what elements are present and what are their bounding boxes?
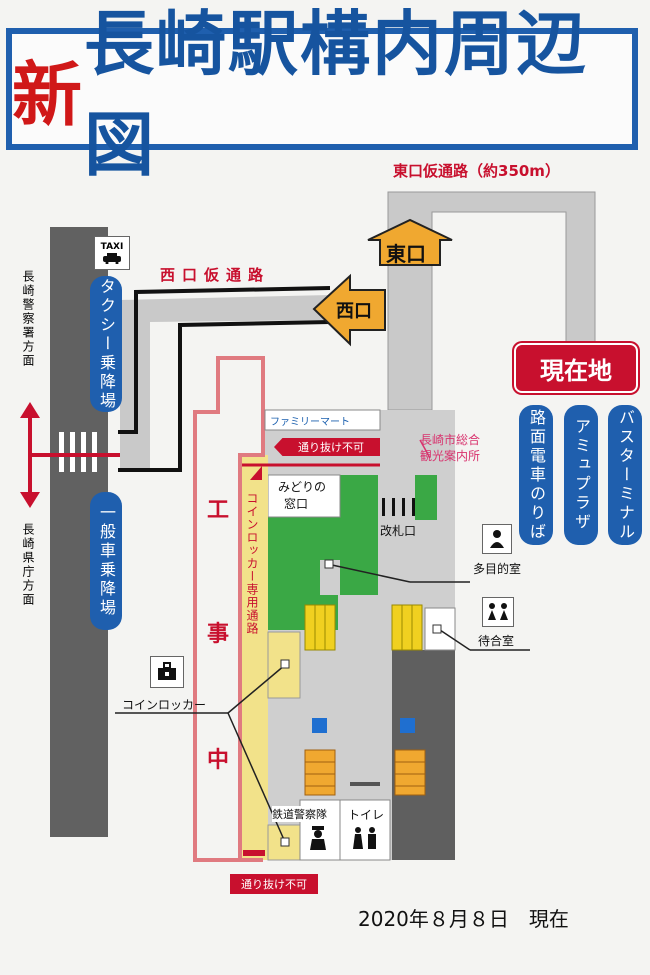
construction-char-1: 工 bbox=[207, 498, 230, 523]
gate-label: 改札口 bbox=[380, 524, 417, 538]
construction-outline bbox=[193, 356, 265, 862]
taxi-icon: TAXI bbox=[94, 236, 130, 270]
road-arrow-down bbox=[20, 492, 40, 508]
familymart-label: ファミリーマート bbox=[270, 417, 350, 428]
familymart-box bbox=[264, 409, 381, 431]
west-exit-arrow bbox=[312, 273, 386, 347]
general-area-pill: 一般車乗降場 bbox=[90, 492, 122, 630]
waiting-room-box bbox=[424, 607, 456, 651]
title-new: 新 bbox=[12, 53, 84, 136]
current-location-badge: 現在地 bbox=[514, 343, 638, 393]
tram-stop-pill: 路面電車のりば bbox=[519, 405, 553, 545]
locker-marker-1 bbox=[280, 659, 290, 669]
no-through-bottom: 通り抜け不可 bbox=[230, 874, 318, 894]
west-route-border-top bbox=[118, 286, 331, 434]
gate-bars bbox=[382, 498, 415, 516]
blue-square-left bbox=[312, 718, 327, 733]
construction-bottom-bar bbox=[243, 850, 265, 856]
midori-line1: みどりの bbox=[278, 480, 327, 494]
coin-locker-area-bottom bbox=[267, 824, 301, 861]
west-route-border-bottom bbox=[118, 320, 331, 472]
multi-marker bbox=[324, 559, 334, 569]
waiting-marker bbox=[432, 624, 442, 634]
baby-icon bbox=[482, 524, 512, 554]
title-inner: 新 長崎駅構内周辺図 bbox=[12, 3, 632, 186]
midori-line2: 窓口 bbox=[284, 497, 309, 511]
police-label: 鉄道警察隊 bbox=[272, 806, 327, 822]
no-through-bottom-text: 通り抜け不可 bbox=[241, 878, 307, 891]
east-exit-label: 東口 bbox=[386, 242, 426, 266]
bus-terminal-pill: バスターミナル bbox=[608, 405, 642, 545]
police-icon bbox=[306, 824, 330, 852]
midori-label-box bbox=[267, 474, 341, 518]
yellow-stairs-left bbox=[304, 604, 336, 651]
concourse-dark-top bbox=[392, 410, 410, 650]
locker-marker-2 bbox=[280, 837, 290, 847]
amu-plaza-pill: アミュプラザ bbox=[564, 405, 598, 545]
west-route-path bbox=[120, 295, 330, 470]
waiting-room-label: 待合室 bbox=[478, 634, 515, 648]
east-exit-arrow bbox=[367, 218, 453, 266]
tourist-info-label: 長崎市総合 観光案内所 bbox=[420, 432, 480, 464]
toilet-box bbox=[339, 799, 391, 861]
tourist-info-line1: 長崎市総合 bbox=[420, 433, 481, 447]
leader-waiting bbox=[439, 629, 471, 651]
taxi-area-pill: タクシー乗降場 bbox=[90, 276, 122, 412]
title-banner: 新 長崎駅構内周辺図 bbox=[6, 3, 638, 186]
title-main: 長崎駅構内周辺図 bbox=[84, 3, 588, 186]
leader-locker-2 bbox=[227, 664, 286, 714]
toilet-label: トイレ bbox=[348, 808, 385, 822]
orange-stairs-left bbox=[304, 749, 336, 796]
crosswalk bbox=[59, 432, 97, 472]
leader-tourist bbox=[419, 439, 431, 459]
no-through-top-text: 通り抜け不可 bbox=[298, 441, 364, 454]
coin-passage-arrow bbox=[250, 466, 262, 480]
orange-stairs-right bbox=[394, 749, 426, 796]
west-exit-label: 西口 bbox=[336, 301, 372, 322]
construction-char-3: 中 bbox=[207, 748, 230, 773]
multi-purpose-label: 多目的室 bbox=[473, 562, 522, 576]
coin-locker-label: コインロッカー bbox=[122, 698, 207, 712]
waiting-room-icon bbox=[482, 597, 514, 627]
prefecture-direction-label: 長崎県庁方面 bbox=[21, 523, 35, 607]
taxi-label: TAXI bbox=[100, 242, 124, 252]
west-route-label: 西口仮通路 bbox=[160, 266, 271, 284]
road-arrow-up bbox=[20, 402, 40, 418]
police-direction-label: 長崎警察署方面 bbox=[21, 270, 35, 368]
center-bar bbox=[350, 782, 380, 786]
green-right bbox=[415, 475, 437, 520]
construction-char-2: 事 bbox=[207, 622, 230, 647]
tourist-info-line2: 観光案内所 bbox=[420, 449, 481, 463]
date-label: 2020年８月８日 現在 bbox=[358, 907, 569, 931]
yellow-stairs-right bbox=[391, 604, 423, 651]
coin-passage-label: コインロッカー専用通路 bbox=[245, 492, 259, 635]
no-through-top: 通り抜け不可 bbox=[274, 438, 380, 456]
toilet-icon bbox=[348, 826, 382, 852]
blue-square-right bbox=[400, 718, 415, 733]
locker-icon bbox=[150, 656, 184, 688]
east-route-label: 東口仮通路（約350m） bbox=[393, 162, 560, 180]
leader-multi bbox=[331, 564, 411, 583]
midori-label: みどりの 窓口 bbox=[278, 479, 326, 513]
